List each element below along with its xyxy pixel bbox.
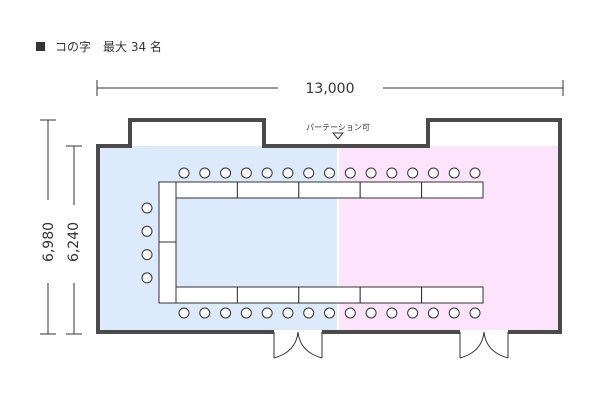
table-top [421, 181, 484, 199]
seat-left [141, 272, 153, 284]
seat-bottom [448, 307, 460, 319]
seat-top [324, 167, 335, 179]
seat-bottom [303, 307, 315, 319]
door-left [273, 330, 323, 359]
door-swing [483, 331, 509, 359]
legend: コの字 最大 34 名 [36, 38, 162, 54]
legend-title: コの字 最大 34 名 [55, 39, 162, 54]
seat-bottom [427, 307, 439, 319]
table-bottom [359, 286, 423, 304]
seat-top [282, 167, 294, 179]
height-inner-dimension: 6,240 [66, 145, 82, 335]
table-bottom [236, 286, 300, 304]
seat-left [141, 249, 153, 261]
door-swing [297, 331, 323, 359]
seat-bottom [386, 307, 398, 319]
left-zone [98, 146, 337, 332]
seat-top [178, 167, 190, 179]
seat-bottom [282, 307, 294, 319]
seat-bottom [365, 307, 377, 319]
seat-bottom [220, 307, 232, 319]
legend-square-icon [36, 41, 45, 51]
table-top [298, 181, 361, 199]
seat-bottom [344, 307, 356, 319]
seat-top [448, 167, 460, 179]
door-swing [459, 331, 485, 359]
height-outer-label: 6,980 [41, 222, 57, 262]
table-left [158, 181, 177, 243]
seat-top [407, 167, 419, 179]
seat-left [141, 202, 153, 214]
table-top [359, 181, 423, 199]
seat-top [344, 167, 356, 179]
table-bottom [298, 286, 361, 304]
seat-top [220, 167, 232, 179]
room-wall [96, 118, 562, 334]
seat-bottom [261, 307, 273, 319]
table-left [158, 241, 177, 304]
seat-top [365, 167, 377, 179]
height-inner-label: 6,240 [66, 222, 82, 262]
table-top [175, 181, 238, 199]
partition-marker: パーテーション可 [306, 123, 370, 140]
door-right [459, 330, 509, 359]
height-outer-dimension: 6,980 [40, 119, 57, 335]
seat-top [199, 167, 211, 179]
seat-bottom [240, 307, 252, 319]
seat-top [427, 167, 439, 179]
table-top [236, 181, 300, 199]
seat-bottom [324, 307, 335, 319]
width-label: 13,000 [306, 81, 355, 97]
table-bottom [175, 286, 238, 304]
door-swing [273, 331, 299, 359]
partition-arrow-icon [331, 132, 345, 140]
seat-bottom [469, 307, 481, 319]
seats [141, 167, 481, 319]
seat-bottom [199, 307, 211, 319]
width-dimension: 13,000 [96, 80, 564, 97]
seat-top [469, 167, 481, 179]
seat-top [240, 167, 252, 179]
seat-top [386, 167, 398, 179]
seat-bottom [178, 307, 190, 319]
seat-top [261, 167, 273, 179]
seat-left [141, 225, 153, 237]
tables [158, 181, 484, 304]
partition-label: パーテーション可 [306, 123, 370, 132]
seat-top [303, 167, 315, 179]
table-bottom [421, 286, 484, 304]
seat-bottom [407, 307, 419, 319]
